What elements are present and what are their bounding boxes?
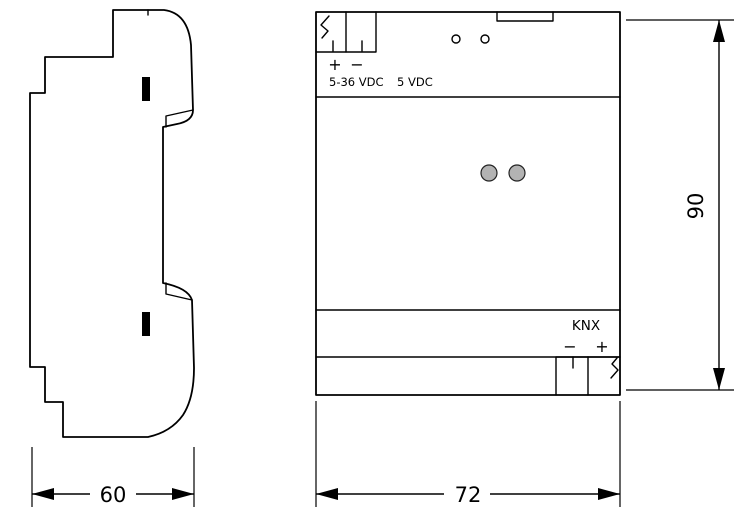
power-terminal-frame	[315, 11, 377, 53]
dimension-value-90: 90	[684, 193, 708, 220]
power-output-label: 5 VDC	[397, 75, 433, 89]
arrowhead-right-icon	[598, 488, 620, 500]
side-view-bottom-clip-detail	[165, 282, 193, 301]
power-minus-label: −	[350, 55, 363, 74]
power-plus-label: +	[328, 55, 341, 74]
top-hole-left	[451, 34, 461, 44]
dimension-front-width: 72	[315, 401, 621, 507]
knx-terminal-frame	[555, 356, 621, 396]
power-terminal-block	[315, 11, 377, 53]
knx-minus-label: −	[563, 337, 576, 356]
side-view-outline	[29, 9, 195, 438]
led-indicator-right	[508, 164, 526, 182]
dimension-value-72: 72	[455, 483, 482, 507]
dimension-side-width: 60	[31, 447, 195, 507]
led-indicator-left	[480, 164, 498, 182]
dimension-value-60: 60	[100, 483, 127, 507]
front-view: + − 5-36 VDC 5 VDC KNX − +	[315, 11, 621, 396]
knx-plus-label: +	[595, 337, 608, 356]
power-input-range-label: 5-36 VDC	[329, 75, 384, 89]
side-view-lower-latch	[142, 312, 150, 336]
side-view	[29, 9, 195, 438]
dimension-front-height: 90	[626, 19, 734, 391]
arrowhead-left-icon	[32, 488, 54, 500]
arrowhead-top-icon	[713, 20, 725, 42]
power-wire-hook-icon	[320, 15, 330, 39]
side-view-upper-latch	[142, 77, 150, 101]
side-view-top-clip-detail	[165, 109, 194, 128]
knx-terminal-block	[555, 356, 621, 396]
knx-wire-hook-icon	[610, 357, 619, 379]
knx-label: KNX	[572, 318, 600, 334]
top-label-recess	[496, 11, 554, 22]
arrowhead-bottom-icon	[713, 368, 725, 390]
top-hole-right	[480, 34, 490, 44]
arrowhead-right-icon	[172, 488, 194, 500]
front-view-outline	[315, 11, 621, 396]
arrowhead-left-icon	[316, 488, 338, 500]
